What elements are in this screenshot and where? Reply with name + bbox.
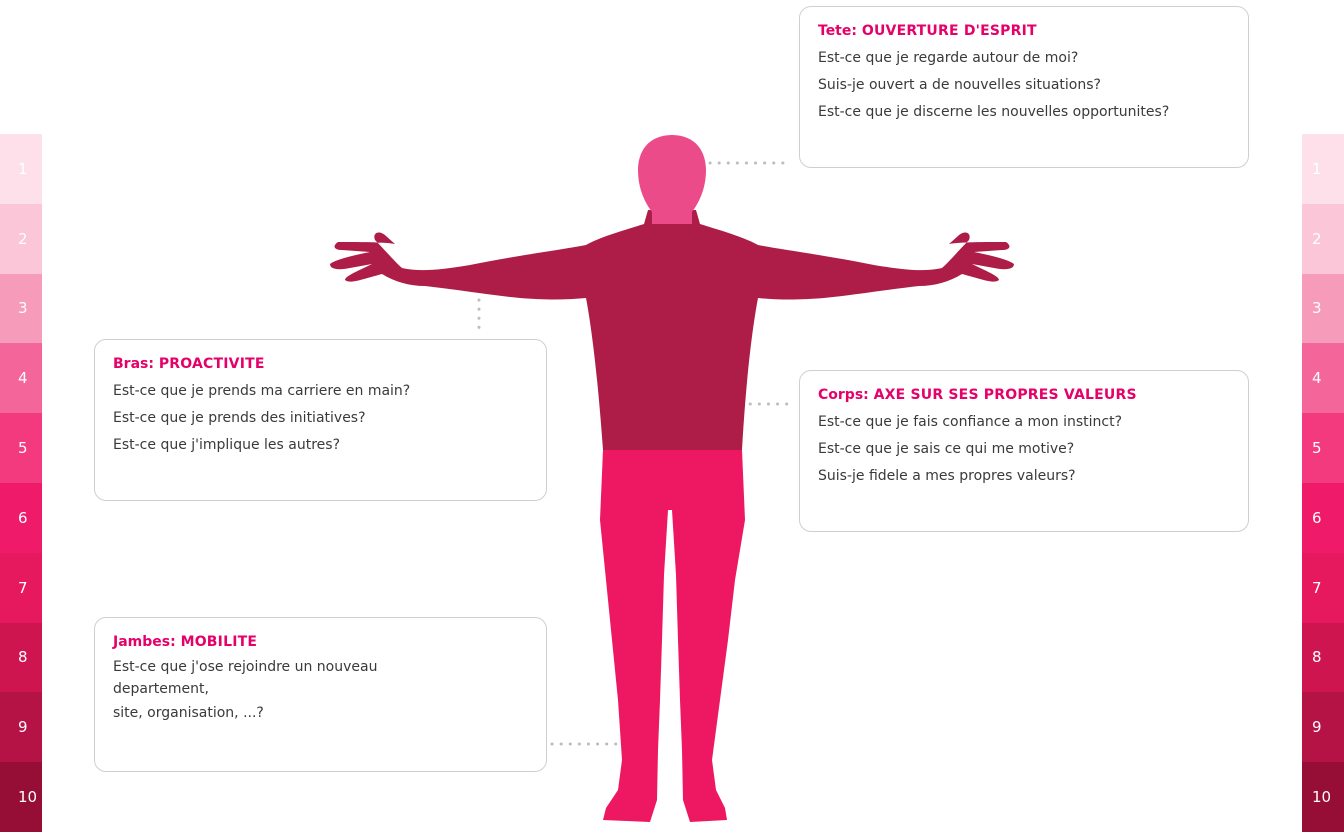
card-heading: AXE SUR SES PROPRES VALEURS <box>873 387 1137 403</box>
scale-level-2: 2 <box>0 203 42 274</box>
card-bras: Bras: PROACTIVITE Est-ce que je prends m… <box>94 339 547 501</box>
card-line: Est-ce que je fais confiance a mon insti… <box>818 414 1123 430</box>
scale-level-7: 7 <box>0 552 42 623</box>
scale-level-4: 4 <box>1302 343 1344 414</box>
legs-shape <box>600 450 745 822</box>
card-tete: Tete: OUVERTURE D'ESPRIT Est-ce que je r… <box>799 6 1249 168</box>
card-prefix: Corps: <box>818 387 874 403</box>
card-line: Est-ce que j'ose rejoindre un nouveau <box>113 659 378 675</box>
scale-level-4: 4 <box>0 343 42 414</box>
scale-level-1: 1 <box>1302 134 1344 204</box>
torso-arms-shape <box>330 210 1014 450</box>
head-shape <box>638 135 706 224</box>
scale-level-1: 1 <box>0 134 42 204</box>
card-line: departement, <box>113 681 209 697</box>
scale-level-5: 5 <box>0 413 42 483</box>
card-prefix: Jambes: <box>113 634 181 650</box>
scale-level-10: 10 <box>1302 762 1344 832</box>
card-line: Est-ce que je discerne les nouvelles opp… <box>818 104 1170 120</box>
scale-level-6: 6 <box>0 482 42 553</box>
scale-level-10: 10 <box>0 762 42 832</box>
left-scale: 1 2 3 4 5 6 7 8 9 10 <box>0 134 42 832</box>
scale-level-2: 2 <box>1302 203 1344 274</box>
scale-level-6: 6 <box>1302 482 1344 553</box>
card-heading: OUVERTURE D'ESPRIT <box>861 23 1037 39</box>
card-line: Est-ce que je prends des initiatives? <box>113 410 366 426</box>
scale-level-3: 3 <box>1302 273 1344 344</box>
card-prefix: Tete: <box>818 23 862 39</box>
scale-level-8: 8 <box>1302 622 1344 693</box>
card-corps: Corps: AXE SUR SES PROPRES VALEURS Est-c… <box>799 370 1249 532</box>
scale-level-3: 3 <box>0 273 42 344</box>
card-heading: MOBILITE <box>180 634 258 650</box>
card-title: Jambes: MOBILITE <box>113 634 528 650</box>
card-jambes: Jambes: MOBILITE Est-ce que j'ose rejoin… <box>94 617 547 772</box>
card-prefix: Bras: <box>113 356 159 372</box>
scale-level-5: 5 <box>1302 413 1344 483</box>
card-line: Suis-je ouvert a de nouvelles situations… <box>818 77 1101 93</box>
card-title: Tete: OUVERTURE D'ESPRIT <box>818 23 1230 39</box>
card-line: Suis-je fidele a mes propres valeurs? <box>818 468 1076 484</box>
scale-level-7: 7 <box>1302 552 1344 623</box>
card-line: site, organisation, ...? <box>113 705 264 721</box>
card-line: Est-ce que je regarde autour de moi? <box>818 50 1079 66</box>
card-title: Bras: PROACTIVITE <box>113 356 528 372</box>
card-line: Est-ce que je sais ce qui me motive? <box>818 441 1075 457</box>
scale-level-8: 8 <box>0 622 42 693</box>
scale-level-9: 9 <box>1302 692 1344 763</box>
right-scale: 1 2 3 4 5 6 7 8 9 10 <box>1302 134 1344 832</box>
card-title: Corps: AXE SUR SES PROPRES VALEURS <box>818 387 1230 403</box>
card-heading: PROACTIVITE <box>158 356 265 372</box>
card-line: Est-ce que je prends ma carriere en main… <box>113 383 411 399</box>
scale-level-9: 9 <box>0 692 42 763</box>
card-line: Est-ce que j'implique les autres? <box>113 437 340 453</box>
